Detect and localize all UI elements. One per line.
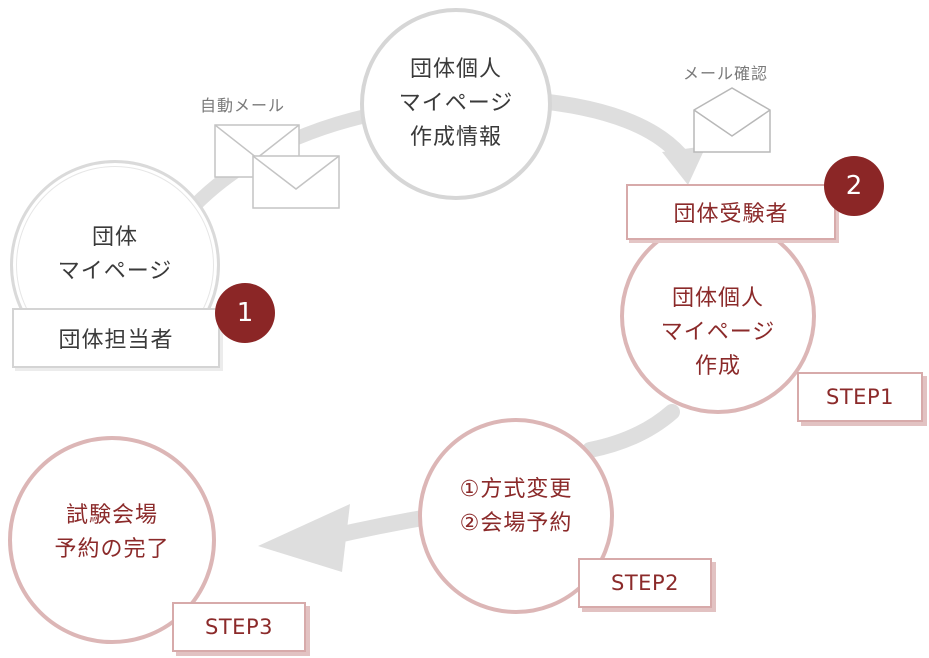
node-complete-line2: 予約の完了	[54, 537, 170, 562]
badge-1: 1	[215, 283, 275, 343]
flow-arrowhead-4	[258, 504, 350, 572]
label-org-manager-text: 団体担当者	[58, 328, 174, 353]
node-change-reserve-line2: ②会場予約	[459, 511, 573, 536]
node-personal-create-line3: 作成	[694, 354, 741, 379]
step1-text: STEP1	[826, 385, 894, 409]
node-personal-create-line2: マイページ	[660, 320, 776, 345]
badge-1-text: 1	[236, 298, 254, 328]
step3-text: STEP3	[205, 615, 273, 639]
step1-label: STEP1	[797, 372, 923, 422]
node-org-mypage-line1: 団体	[91, 225, 138, 250]
node-personal-info-line2: マイページ	[398, 91, 514, 116]
badge-2-text: 2	[845, 171, 863, 201]
flow-arrow-2	[529, 92, 686, 161]
node-personal-info-line1: 団体個人	[409, 57, 502, 82]
node-personal-create: 団体個人 マイページ 作成	[620, 218, 816, 414]
caption-mail-confirm: メール確認	[683, 64, 769, 83]
step3-label: STEP3	[172, 602, 306, 652]
label-org-manager: 団体担当者	[12, 308, 220, 368]
label-org-examinee-text: 団体受験者	[673, 202, 789, 227]
node-personal-info-line3: 作成情報	[409, 125, 502, 150]
node-personal-create-line1: 団体個人	[671, 286, 764, 311]
node-personal-info: 団体個人 マイページ 作成情報	[360, 8, 552, 200]
step2-text: STEP2	[611, 571, 679, 595]
mail-envelope-icon-2	[252, 155, 340, 209]
caption-auto-mail: 自動メール	[200, 96, 286, 115]
node-complete-line1: 試験会場	[65, 503, 158, 528]
open-envelope-icon	[693, 87, 771, 153]
flow-arrowhead-2	[662, 146, 706, 185]
node-change-reserve-line1: ①方式変更	[459, 477, 573, 502]
step2-label: STEP2	[578, 558, 712, 608]
node-org-mypage-line2: マイページ	[57, 259, 173, 284]
label-org-examinee: 団体受験者	[626, 184, 836, 240]
badge-2: 2	[824, 156, 884, 216]
flow-arrow-3	[582, 404, 680, 458]
